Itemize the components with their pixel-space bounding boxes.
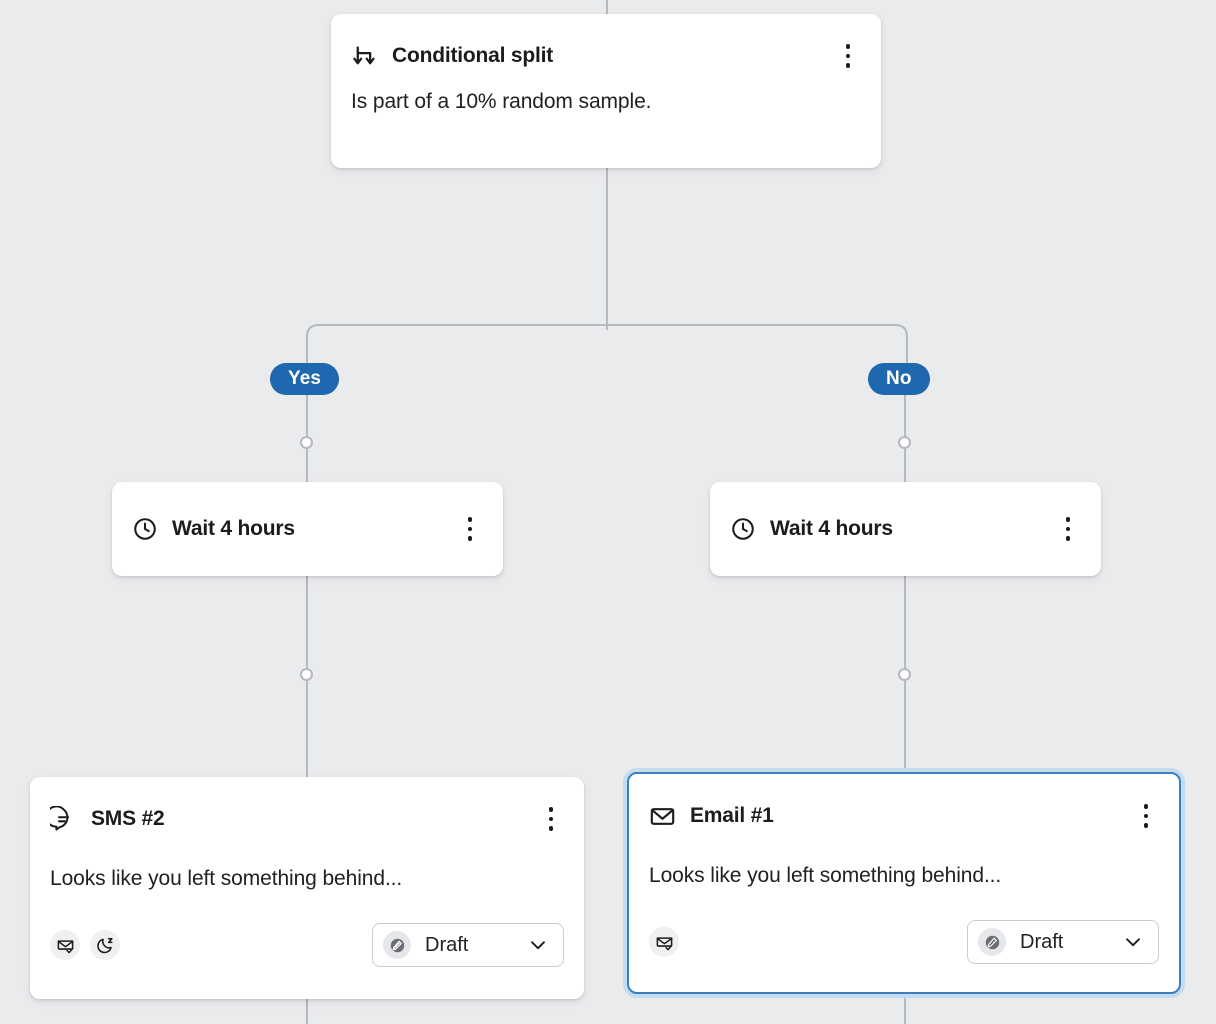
envelope-icon: [649, 803, 676, 830]
kebab-menu-icon[interactable]: [1133, 801, 1159, 831]
badge-list: [649, 927, 967, 957]
smart-sending-badge: [649, 927, 679, 957]
message-preview: Looks like you left something behind...: [649, 864, 1002, 887]
card-header: Wait 4 hours: [710, 482, 1101, 576]
split-arrows-icon: [351, 43, 378, 70]
node-card-wait-no[interactable]: Wait 4 hours: [710, 482, 1101, 576]
smart-sending-badge: [50, 930, 80, 960]
card-header: Wait 4 hours: [112, 482, 503, 576]
quiet-hours-badge: [90, 930, 120, 960]
card-footer: Draft: [30, 921, 584, 969]
card-title: Wait 4 hours: [172, 517, 295, 540]
node-card-email[interactable]: Email #1 Looks like you left something b…: [627, 772, 1181, 994]
kebab-menu-icon[interactable]: [835, 41, 861, 71]
branch-label-yes[interactable]: Yes: [270, 363, 340, 395]
pencil-icon: [383, 931, 411, 959]
connector-dot-yes-lower[interactable]: [300, 668, 313, 681]
card-title: Wait 4 hours: [770, 517, 893, 540]
card-title: Email #1: [690, 804, 774, 827]
status-dropdown-sms[interactable]: Draft: [372, 923, 564, 967]
clock-icon: [730, 516, 756, 542]
status-dropdown-email[interactable]: Draft: [967, 920, 1159, 964]
moon-z-icon: [96, 936, 115, 955]
connector-dot-no-lower[interactable]: [898, 668, 911, 681]
envelope-check-icon: [56, 936, 75, 955]
status-label: Draft: [1020, 930, 1064, 953]
message-preview: Looks like you left something behind...: [50, 867, 403, 890]
connector-dot-no-upper[interactable]: [898, 436, 911, 449]
chevron-down-icon[interactable]: [1122, 931, 1144, 953]
sms-bubble-icon: [50, 805, 77, 833]
node-card-wait-yes[interactable]: Wait 4 hours: [112, 482, 503, 576]
node-card-sms[interactable]: SMS #2 Looks like you left something beh…: [30, 777, 584, 999]
envelope-check-icon: [655, 933, 674, 952]
card-footer: Draft: [629, 918, 1179, 966]
clock-icon: [132, 516, 158, 542]
card-title: Conditional split: [392, 44, 554, 67]
branch-label-no[interactable]: No: [868, 363, 930, 395]
card-header: SMS #2: [30, 777, 584, 853]
node-card-conditional-split[interactable]: Conditional split Is part of a 10% rando…: [331, 14, 881, 168]
card-title: SMS #2: [91, 807, 165, 830]
pencil-icon: [978, 928, 1006, 956]
chevron-down-icon[interactable]: [527, 934, 549, 956]
status-label: Draft: [425, 933, 469, 956]
kebab-menu-icon[interactable]: [538, 804, 564, 834]
kebab-menu-icon[interactable]: [1055, 514, 1081, 544]
kebab-menu-icon[interactable]: [457, 514, 483, 544]
split-description: Is part of a 10% random sample.: [351, 90, 652, 113]
connector-dot-yes-upper[interactable]: [300, 436, 313, 449]
card-header: Conditional split: [331, 14, 881, 98]
badge-list: [50, 930, 372, 960]
card-header: Email #1: [629, 774, 1179, 850]
